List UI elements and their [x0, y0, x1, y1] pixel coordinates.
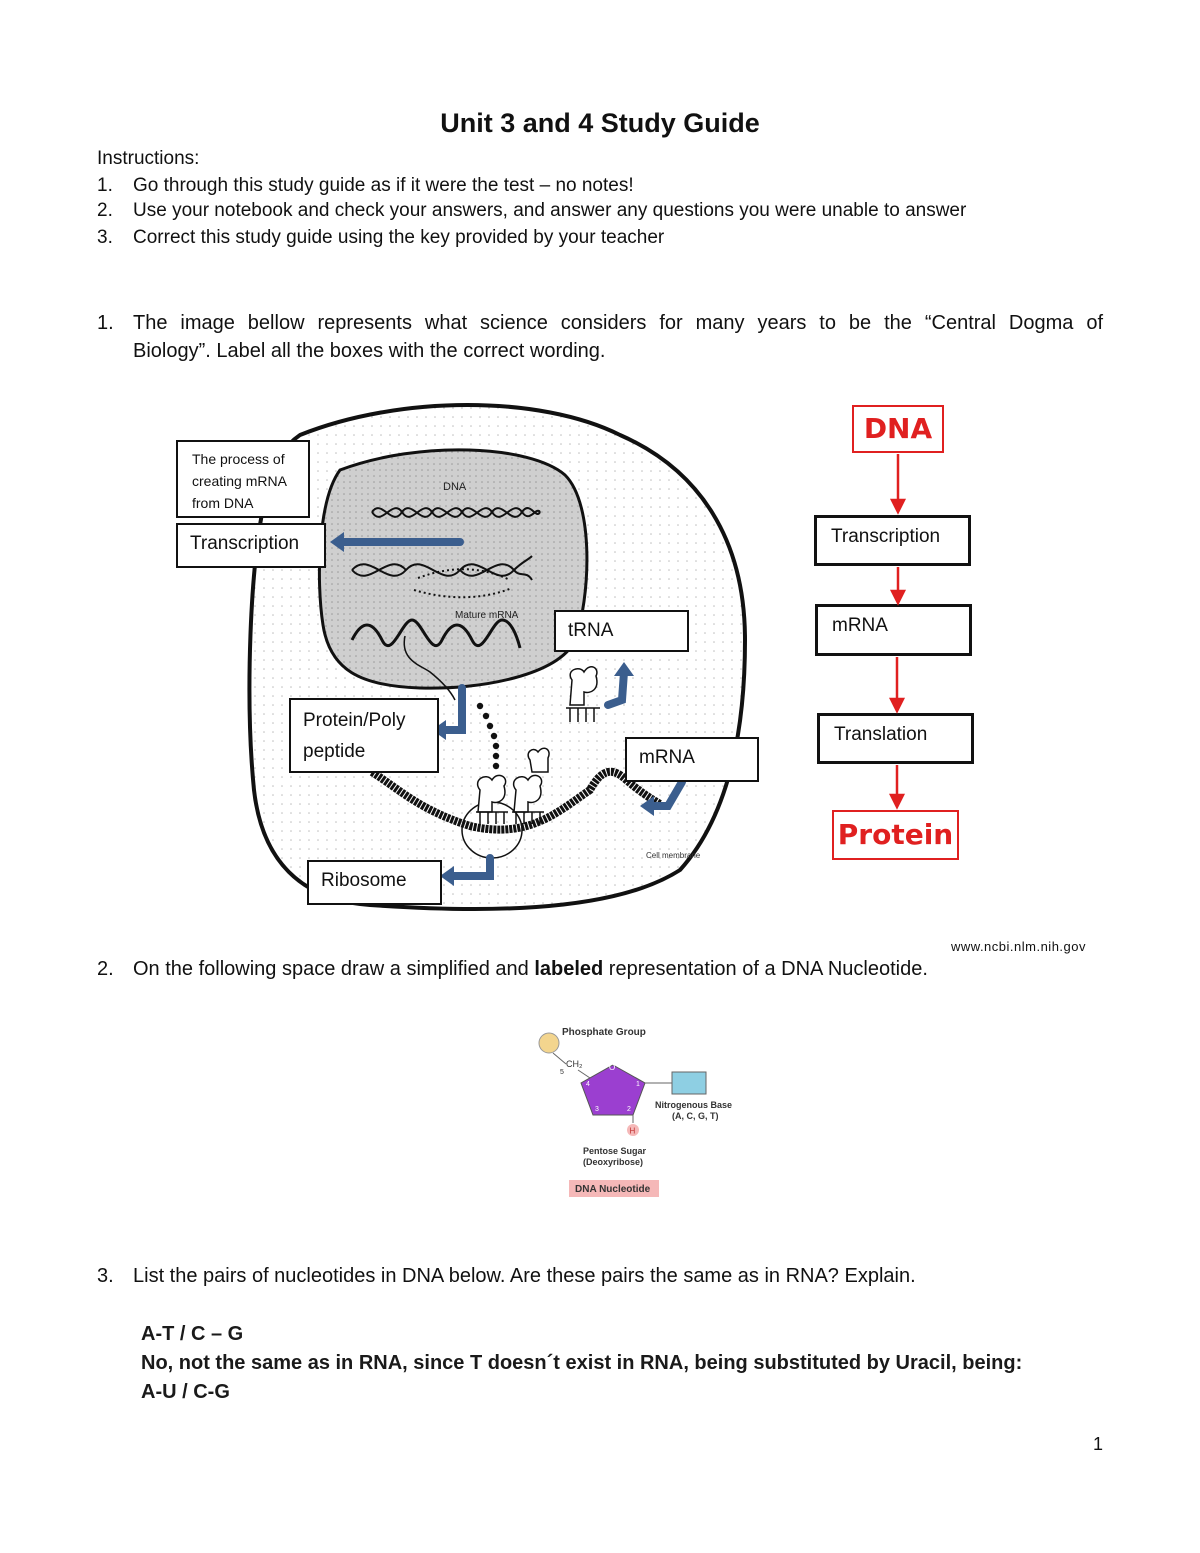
- ch2-label: CH₂: [566, 1059, 583, 1069]
- nitrogenous-base: [671, 1071, 707, 1095]
- dna-text: DNA: [443, 481, 467, 493]
- process-line: The process of: [192, 451, 285, 467]
- cell-diagram: DNA Mature mRNA Cell membrane: [247, 403, 748, 912]
- er-ribbon: [369, 767, 663, 834]
- blue-arrows: [336, 538, 686, 880]
- transcription-label: Transcription: [190, 533, 300, 554]
- trna-label-box: tRNA: [554, 610, 689, 652]
- protein-label-line: Protein/Poly: [303, 710, 406, 731]
- answer-line: A-U / C-G: [141, 1381, 230, 1403]
- instructions-heading: Instructions:: [97, 148, 200, 169]
- process-line: creating mRNA: [192, 473, 287, 489]
- answer-line: No, not the same as in RNA, since T does…: [141, 1352, 1023, 1374]
- question-text: The image bellow represents what science…: [133, 312, 1103, 334]
- flow-dna-box: DNA: [852, 405, 944, 453]
- base-label: (A, C, G, T): [672, 1111, 719, 1121]
- instruction-number: 3.: [97, 227, 113, 248]
- question-number: 3.: [97, 1265, 114, 1287]
- carbon-1-label: 1: [636, 1081, 640, 1088]
- cell-membrane-text: Cell membrane: [646, 851, 701, 860]
- carbon-2-label: 2: [627, 1106, 631, 1113]
- question-text-part: On the following space draw a simplified…: [133, 958, 535, 980]
- nucleotide-diagram: Phosphate Group CH₂ 5 O 4 1 3 2 H Nitrog…: [538, 1027, 732, 1197]
- question-text-bold: labeled: [534, 958, 604, 980]
- instruction-item: Go through this study guide as if it wer…: [133, 175, 634, 196]
- page-title: Unit 3 and 4 Study Guide: [440, 108, 760, 138]
- base-label: Nitrogenous Base: [655, 1100, 732, 1110]
- flow-transcription-box: Transcription: [814, 515, 971, 566]
- process-description-box: The process of creating mRNA from DNA: [176, 440, 310, 518]
- protein-label-box: Protein/Poly peptide: [289, 698, 439, 773]
- hydrogen-circle: [627, 1124, 639, 1136]
- instruction-number: 2.: [97, 200, 113, 221]
- transcription-label-box: Transcription: [176, 523, 326, 568]
- answer-line: A-T / C – G: [141, 1323, 244, 1345]
- ribosome-label-box: Ribosome: [307, 860, 442, 905]
- question-text-part: representation of a DNA Nucleotide.: [603, 958, 928, 980]
- sugar-label: (Deoxyribose): [583, 1157, 643, 1167]
- carbon-4-label: 4: [586, 1081, 590, 1088]
- trna-label: tRNA: [568, 620, 614, 641]
- phosphate-label: Phosphate Group: [562, 1027, 646, 1038]
- sugar-label: Pentose Sugar: [583, 1146, 647, 1156]
- mrna-wave: [350, 618, 522, 649]
- mature-mrna-text: Mature mRNA: [455, 610, 519, 621]
- question-text: Biology”. Label all the boxes with the c…: [133, 340, 606, 362]
- oxygen-label: O: [609, 1063, 615, 1072]
- image-credit: www.ncbi.nlm.nih.gov: [951, 939, 1086, 954]
- question-number: 2.: [97, 958, 114, 980]
- hydrogen-label: H: [630, 1127, 636, 1136]
- instruction-number: 1.: [97, 175, 113, 196]
- mrna-label-box: mRNA: [625, 737, 759, 782]
- question-text: List the pairs of nucleotides in DNA bel…: [133, 1265, 916, 1287]
- question-text: On the following space draw a simplified…: [133, 958, 928, 981]
- trna-molecules: [476, 666, 600, 824]
- flow-mrna-box: mRNA: [815, 604, 972, 656]
- phosphate-circle: [538, 1032, 560, 1054]
- mrna-label: mRNA: [639, 747, 695, 768]
- carbon-5-label: 5: [560, 1069, 564, 1076]
- ribosome-label: Ribosome: [321, 870, 407, 891]
- carbon-3-label: 3: [595, 1106, 599, 1113]
- nucleotide-caption: DNA Nucleotide: [575, 1184, 651, 1195]
- instruction-item: Correct this study guide using the key p…: [133, 227, 665, 248]
- page-number: 1: [1093, 1434, 1104, 1454]
- question-number: 1.: [97, 312, 114, 334]
- instruction-item: Use your notebook and check your answers…: [133, 200, 967, 221]
- flow-protein-box: Protein: [832, 810, 959, 860]
- flow-arrows: [888, 454, 907, 810]
- polypeptide-chain: [476, 702, 500, 770]
- protein-label-line: peptide: [303, 741, 366, 762]
- caption-background: [569, 1180, 659, 1197]
- pentose-sugar: [580, 1064, 646, 1116]
- dna-helix: [351, 507, 541, 599]
- blue-arrowheads: [330, 532, 654, 886]
- process-line: from DNA: [192, 495, 254, 511]
- flow-translation-box: Translation: [817, 713, 974, 764]
